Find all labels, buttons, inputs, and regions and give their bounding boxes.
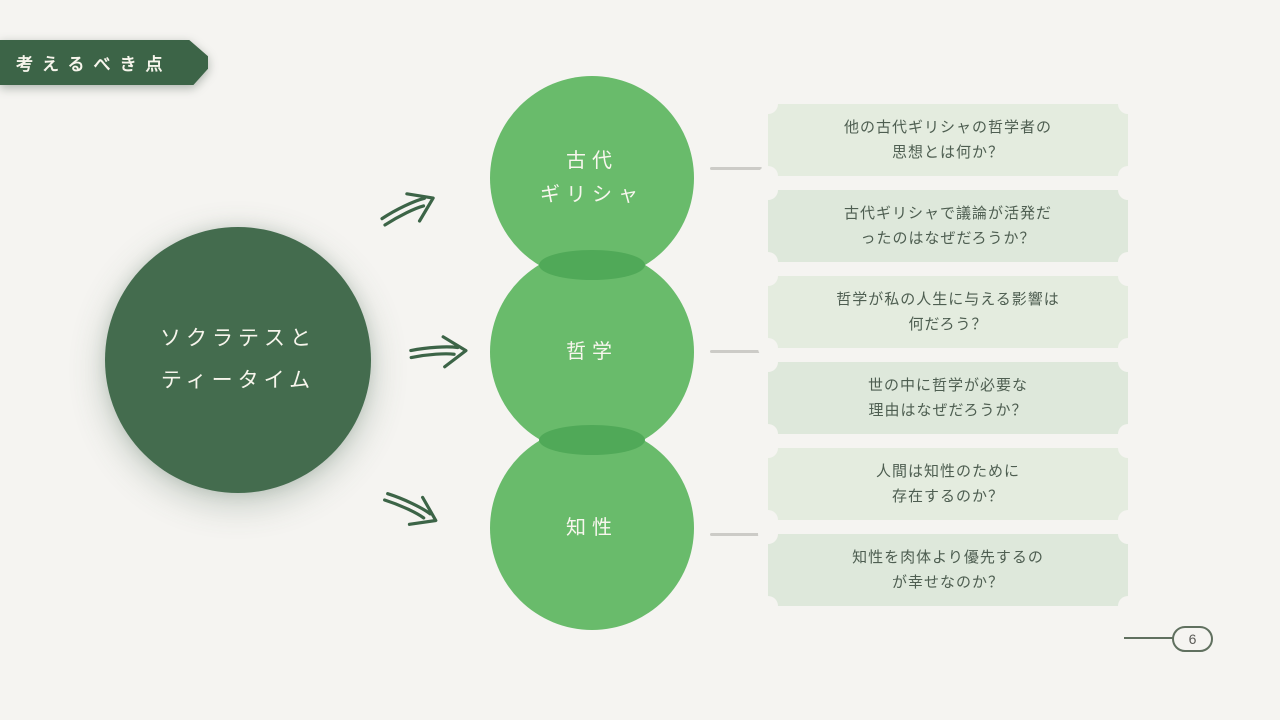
- question-text-line1: 古代ギリシャで議論が活発だ: [843, 204, 1052, 222]
- circle-overlap-shape: [539, 425, 645, 455]
- question-text-line1: 知性を肉体より優先するの: [852, 548, 1044, 566]
- corner-notch: [758, 266, 778, 286]
- question-plaque: 世の中に哲学が必要な 理由はなぜだろうか？: [758, 352, 1138, 444]
- slide-title: 考えるべき点: [0, 40, 208, 85]
- topic-label-line1: 古代: [566, 150, 618, 172]
- corner-notch: [758, 596, 778, 616]
- question-text-line2: 存在するのか？: [891, 488, 1004, 505]
- connector-line: [710, 167, 762, 170]
- topic-circle-intellect: 知性: [490, 426, 694, 630]
- main-topic-circle: ソクラテスと ティータイム: [105, 227, 371, 493]
- connector-line: [710, 350, 762, 353]
- arrow-up-right-icon: [373, 178, 448, 241]
- topic-circle-philosophy: 哲学: [490, 250, 694, 454]
- topic-label-line1: 知性: [566, 517, 618, 539]
- question-text-line2: ったのはなぜだろうか？: [860, 230, 1036, 247]
- corner-notch: [1118, 180, 1138, 200]
- topic-label-line2: ギリシャ: [540, 184, 644, 206]
- corner-notch: [758, 352, 778, 372]
- corner-notch: [1118, 524, 1138, 544]
- connector-line: [710, 533, 762, 536]
- question-text-line2: 思想とは何か？: [891, 144, 1004, 161]
- question-plaque: 古代ギリシャで議論が活発だ ったのはなぜだろうか？: [758, 180, 1138, 272]
- question-text-line1: 人間は知性のために: [875, 462, 1020, 480]
- main-topic-line1: ソクラテスと: [160, 327, 316, 350]
- question-text-line1: 他の古代ギリシャの哲学者の: [843, 118, 1052, 136]
- question-plaque: 人間は知性のために 存在するのか？: [758, 438, 1138, 530]
- question-text-line2: 理由はなぜだろうか？: [868, 402, 1028, 419]
- question-text-line1: 哲学が私の人生に与える影響は: [836, 290, 1060, 308]
- title-ribbon: 考えるべき点: [0, 40, 208, 85]
- corner-notch: [1118, 352, 1138, 372]
- arrow-down-right-icon: [374, 478, 449, 542]
- corner-notch: [758, 438, 778, 458]
- page-number: 6: [1188, 631, 1197, 647]
- topic-circle-ancient-greece: 古代 ギリシャ: [490, 76, 694, 280]
- question-text-line1: 世の中に哲学が必要な: [867, 376, 1028, 394]
- corner-notch: [758, 524, 778, 544]
- corner-notch: [758, 180, 778, 200]
- page-number-badge: 6: [1172, 626, 1213, 652]
- circle-overlap-shape: [539, 250, 645, 280]
- question-plaque: 哲学が私の人生に与える影響は 何だろう？: [758, 266, 1138, 358]
- arrow-right-icon: [407, 331, 473, 374]
- question-text-line2: 何だろう？: [908, 316, 988, 333]
- topic-label-line1: 哲学: [566, 341, 618, 363]
- corner-notch: [758, 94, 778, 114]
- corner-notch: [1118, 94, 1138, 114]
- page-number-line: [1124, 637, 1174, 639]
- corner-notch: [1118, 438, 1138, 458]
- main-topic-line2: ティータイム: [160, 369, 316, 392]
- corner-notch: [1118, 596, 1138, 616]
- question-plaque: 知性を肉体より優先するの が幸せなのか？: [758, 524, 1138, 616]
- corner-notch: [1118, 266, 1138, 286]
- question-text-line2: が幸せなのか？: [891, 574, 1004, 591]
- question-plaque: 他の古代ギリシャの哲学者の 思想とは何か？: [758, 94, 1138, 186]
